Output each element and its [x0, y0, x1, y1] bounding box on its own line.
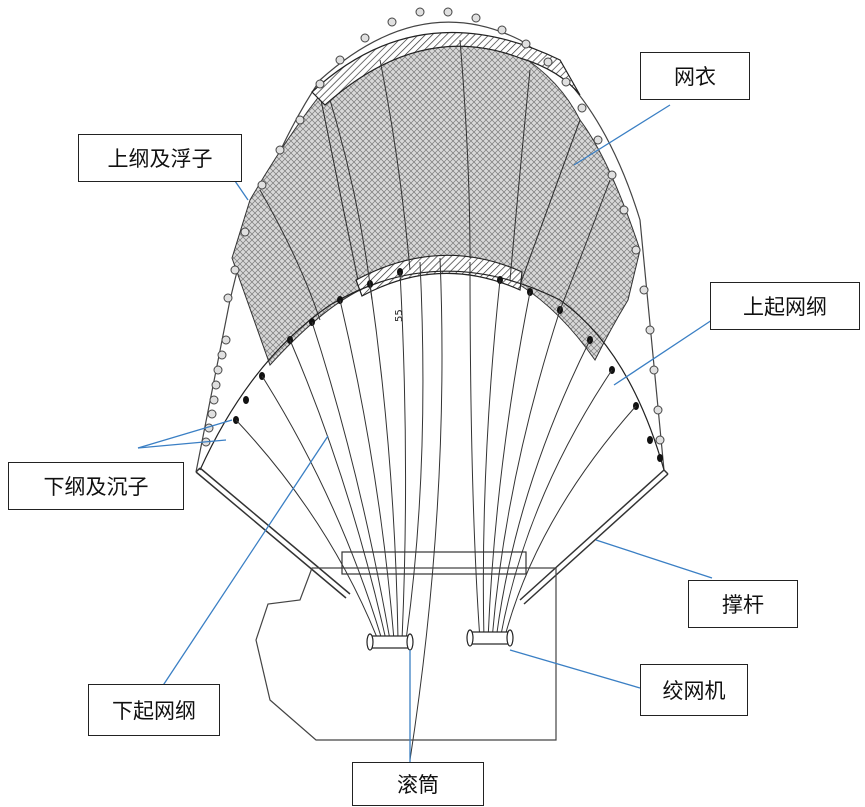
footrope-sinkers-label: 下纲及沉子 — [8, 462, 184, 510]
leader-lines — [137, 104, 713, 762]
winch-drums — [366, 629, 514, 651]
headline-floats — [201, 7, 665, 447]
net-body-panels — [231, 39, 641, 366]
lower-lifting-line-label: 下起网纲 — [88, 684, 220, 736]
mark-number: 55 — [394, 309, 405, 322]
net-body-label: 网衣 — [640, 52, 750, 100]
roller-label: 滚筒 — [352, 762, 484, 806]
spreader-poles — [195, 467, 669, 605]
boat-outline — [255, 551, 557, 741]
hatched-rims — [311, 31, 581, 297]
upper-lifting-line-label: 上起网纲 — [710, 282, 860, 330]
winch-label: 绞网机 — [640, 664, 748, 716]
spreader-pole-label: 撑杆 — [688, 580, 798, 628]
headline-floats-label: 上纲及浮子 — [78, 134, 242, 182]
lifting-lines — [235, 39, 637, 761]
